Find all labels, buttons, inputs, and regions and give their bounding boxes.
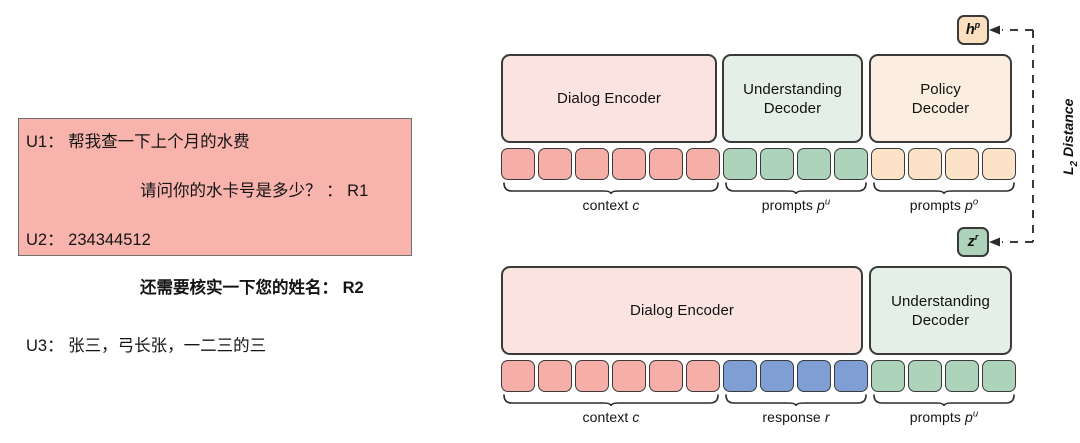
token-context (612, 148, 646, 180)
token-prompt-u (945, 360, 979, 392)
model-architecture-diagram: L2 Distance hp Dialog Encoder Understand… (470, 0, 1080, 443)
label-top-prompts-o: prompts po (873, 197, 1015, 213)
bottom-understanding-decoder-label-wrap: Understanding Decoder (891, 292, 990, 330)
top-understanding-decoder-line1: Understanding (743, 80, 842, 98)
top-policy-decoder-block: Policy Decoder (869, 54, 1012, 143)
dialog-example-panel: U1： 帮我查一下上个月的水费 请问你的水卡号是多少？ ： R1 U2： 234… (0, 0, 470, 443)
label-bottom-context: context c (503, 409, 719, 425)
latent-hp-label: hp (965, 20, 981, 38)
token-response (760, 360, 794, 392)
l2-distance-text: L2 Distance (1060, 98, 1080, 175)
label-bottom-response-text: response (762, 409, 825, 425)
token-response (723, 360, 757, 392)
label-top-prompts-o-sup: o (972, 196, 979, 208)
dialog-line-r2: 还需要核实一下您的姓名： R2 (140, 279, 364, 297)
token-prompt-o (908, 148, 942, 180)
top-dialog-encoder-block: Dialog Encoder (501, 54, 717, 143)
token-prompt-u (908, 360, 942, 392)
label-bottom-response: response r (725, 409, 867, 425)
label-top-prompts-u-text: prompts (761, 197, 817, 213)
latent-zr-box: zr (957, 227, 989, 257)
label-bottom-prompts-u-var: p (964, 409, 973, 425)
top-understanding-decoder-block: Understanding Decoder (722, 54, 863, 143)
token-context (686, 148, 720, 180)
token-context (649, 360, 683, 392)
brace-top-context (503, 182, 719, 195)
label-top-context-text: context (582, 197, 633, 213)
token-prompt-u (760, 148, 794, 180)
latent-zr-label: zr (967, 232, 979, 250)
label-top-prompts-u-var: p (816, 197, 825, 213)
label-bottom-prompts-u-text: prompts (909, 409, 965, 425)
dialog-line-u3: U3： 张三，弓长张，一二三的三 (26, 337, 267, 355)
label-bottom-prompts-u: prompts pu (873, 409, 1015, 425)
token-prompt-u (871, 360, 905, 392)
token-prompt-o (982, 148, 1016, 180)
l2-distance-label: L2 Distance (1060, 98, 1080, 175)
token-prompt-u (723, 148, 757, 180)
brace-bottom-context (503, 394, 719, 407)
label-bottom-prompts-u-sup: u (972, 408, 979, 420)
top-understanding-decoder-line2: Decoder (763, 99, 822, 117)
token-context (575, 360, 609, 392)
token-prompt-o (871, 148, 905, 180)
top-policy-decoder-line2: Decoder (911, 99, 970, 117)
token-context (686, 360, 720, 392)
bottom-understanding-decoder-line2: Decoder (911, 311, 970, 329)
token-context (538, 360, 572, 392)
bottom-dialog-encoder-block: Dialog Encoder (501, 266, 863, 355)
bottom-understanding-decoder-line1: Understanding (891, 292, 990, 310)
top-policy-decoder-label-wrap: Policy Decoder (912, 80, 969, 118)
token-prompt-u (982, 360, 1016, 392)
bottom-dialog-encoder-label: Dialog Encoder (630, 302, 734, 319)
token-prompt-u (797, 148, 831, 180)
brace-bottom-response (725, 394, 867, 407)
brace-bottom-prompts-u (873, 394, 1015, 407)
token-response (834, 360, 868, 392)
bottom-understanding-decoder-block: Understanding Decoder (869, 266, 1012, 355)
dialog-line-u2: U2： 234344512 (26, 231, 151, 249)
token-context (612, 360, 646, 392)
brace-top-prompts-o (873, 182, 1015, 195)
label-top-prompts-u: prompts pu (725, 197, 867, 213)
top-understanding-decoder-label-wrap: Understanding Decoder (743, 80, 842, 118)
dialog-line-r1: 请问你的水卡号是多少？ ： R1 (140, 182, 369, 200)
label-top-context: context c (503, 197, 719, 213)
label-bottom-context-var: c (632, 409, 640, 425)
token-context (501, 360, 535, 392)
token-response (797, 360, 831, 392)
token-prompt-u (834, 148, 868, 180)
label-top-prompts-u-sup: u (824, 196, 831, 208)
label-top-context-var: c (632, 197, 640, 213)
label-top-prompts-o-var: p (964, 197, 973, 213)
dialog-context-highlight-box (18, 118, 412, 256)
token-context (575, 148, 609, 180)
brace-top-prompts-u (725, 182, 867, 195)
latent-hp-box: hp (957, 15, 989, 45)
token-context (538, 148, 572, 180)
token-prompt-o (945, 148, 979, 180)
dialog-line-u1: U1： 帮我查一下上个月的水费 (26, 133, 250, 151)
label-bottom-response-var: r (824, 409, 830, 425)
label-top-prompts-o-text: prompts (909, 197, 965, 213)
token-context (501, 148, 535, 180)
top-dialog-encoder-label: Dialog Encoder (557, 90, 661, 107)
label-bottom-context-text: context (582, 409, 633, 425)
token-context (649, 148, 683, 180)
top-policy-decoder-line1: Policy (920, 80, 961, 98)
